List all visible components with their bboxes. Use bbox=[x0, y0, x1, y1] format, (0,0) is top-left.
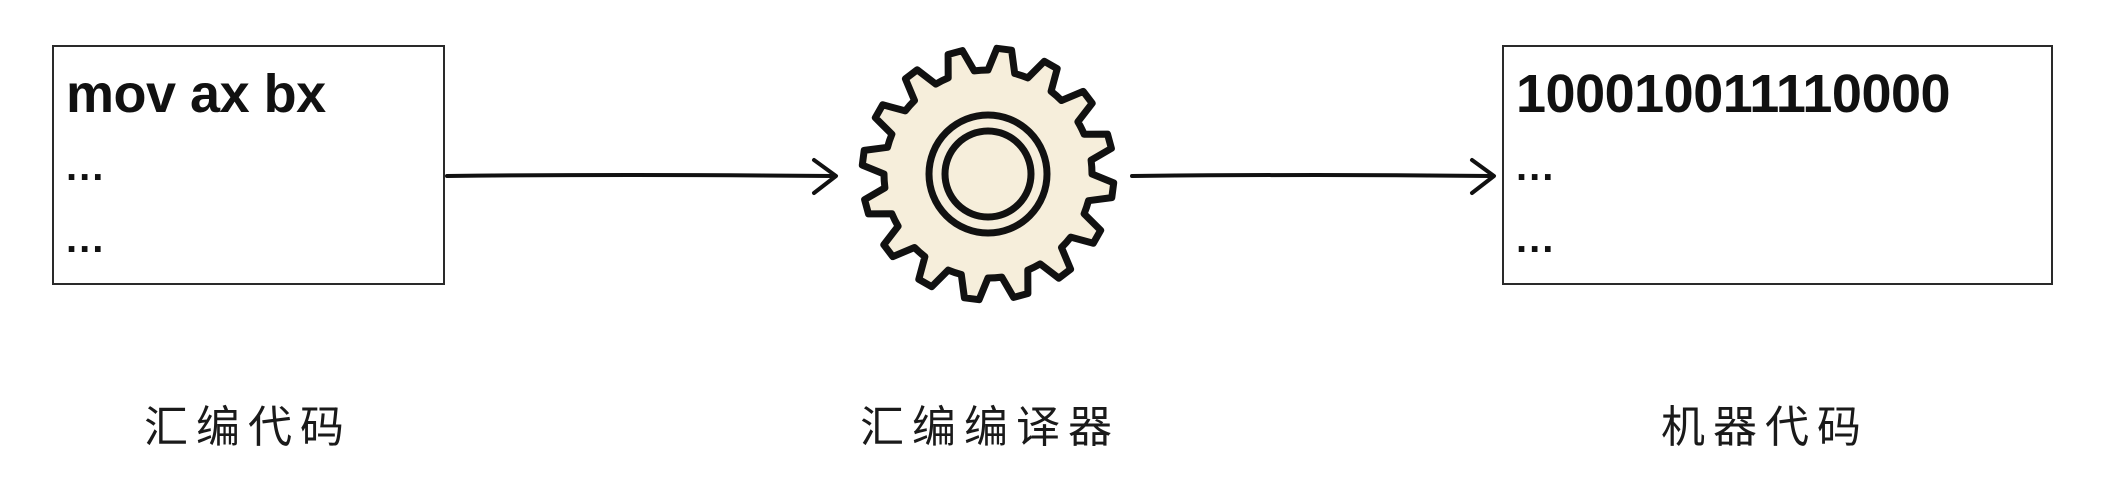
machine-code-box: 100010011110000 ... ... bbox=[1502, 45, 2053, 285]
arrow-to-compiler bbox=[445, 158, 838, 195]
assembly-line-3: ... bbox=[66, 217, 106, 261]
caption-machine-code: 机器代码 bbox=[1661, 402, 1869, 453]
machine-code-line-2: ... bbox=[1516, 145, 1556, 189]
assembly-line-1: mov ax bx bbox=[66, 64, 326, 124]
machine-code-line-1: 100010011110000 bbox=[1516, 64, 1951, 124]
caption-assembly-code: 汇编代码 bbox=[144, 402, 352, 453]
arrow-to-machine-code bbox=[1130, 158, 1496, 195]
caption-assembler: 汇编编译器 bbox=[860, 402, 1120, 453]
machine-code-line-3: ... bbox=[1516, 217, 1556, 261]
gear-icon bbox=[858, 44, 1118, 304]
assembly-code-box: mov ax bx ... ... bbox=[52, 45, 445, 285]
gear-inner-ring bbox=[941, 127, 1035, 221]
assembly-line-2: ... bbox=[66, 145, 106, 189]
